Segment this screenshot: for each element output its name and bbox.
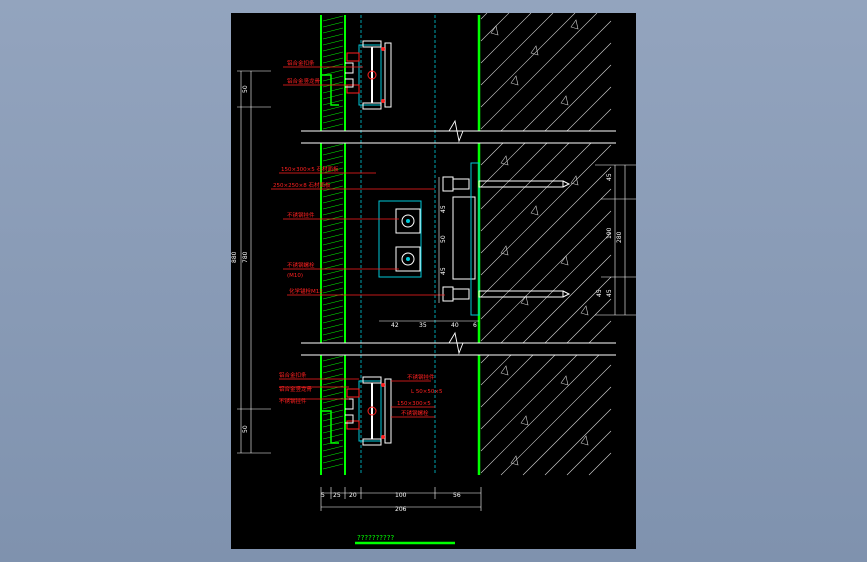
label-l2: 铝合金竖龙骨 bbox=[287, 77, 321, 85]
concrete-wall bbox=[480, 12, 612, 476]
mid-anchor bbox=[378, 162, 571, 316]
dim-b-total: 206 bbox=[395, 506, 407, 513]
dim-h4: 6 bbox=[473, 322, 477, 329]
dim-left-outer: 880 bbox=[231, 251, 238, 263]
label-l3: 150×300×5 石材面板 bbox=[281, 165, 339, 173]
dim-right-total: 280 bbox=[616, 231, 623, 243]
dim-left-mid: 780 bbox=[242, 251, 249, 263]
label-l11: 不锈钢挂件 bbox=[279, 397, 307, 405]
dim-right-a: 45 bbox=[606, 173, 613, 181]
dim-b5: 56 bbox=[453, 492, 461, 499]
dim-left-bottom: 50 bbox=[242, 425, 249, 433]
dim-b3: 20 bbox=[349, 492, 357, 499]
label-l6: 不锈钢螺栓 bbox=[287, 261, 315, 269]
axis-lines bbox=[360, 15, 436, 475]
label-r3: 150×300×5 bbox=[397, 401, 431, 407]
panel-lines bbox=[320, 15, 481, 475]
dim-left-top: 50 bbox=[242, 85, 249, 93]
dim-mid-v3: 45 bbox=[440, 267, 447, 275]
dim-h1: 42 bbox=[391, 322, 399, 329]
dim-right-b: 45 bbox=[606, 289, 613, 297]
dim-h3: 40 bbox=[451, 322, 459, 329]
dimension-lines bbox=[237, 70, 637, 511]
dim-b4: 100 bbox=[395, 492, 407, 499]
top-bracket bbox=[321, 40, 392, 110]
drawing-sheet: 铝合金扣条 铝合金竖龙骨 150×300×5 石材面板 250×250×8 石材… bbox=[231, 12, 637, 549]
dimension-text: 880 50 780 50 45 190 45 280 45 45 50 45 … bbox=[231, 85, 623, 513]
dim-b2: 25 bbox=[333, 492, 341, 499]
dim-right-c: 190 bbox=[606, 227, 613, 239]
dim-mid-v2: 50 bbox=[440, 235, 447, 243]
label-l5: 不锈钢挂件 bbox=[287, 211, 315, 219]
label-l8: 化学锚栓M12 bbox=[289, 287, 323, 295]
dim-h2: 35 bbox=[419, 322, 427, 329]
label-l7: (M10) bbox=[287, 273, 303, 279]
label-l1: 铝合金扣条 bbox=[287, 59, 315, 67]
right-labels: 不锈钢挂件 L 50×50×5 150×300×5 不锈钢螺栓 bbox=[397, 373, 443, 417]
dim-mid-v1: 45 bbox=[440, 205, 447, 213]
drawing-title: ?????????? bbox=[357, 534, 394, 542]
label-r4: 不锈钢螺栓 bbox=[401, 409, 429, 417]
break-lines bbox=[301, 119, 616, 356]
label-r2: L 50×50×5 bbox=[411, 389, 443, 395]
label-l9: 铝合金扣条 bbox=[279, 371, 307, 379]
panel-hatch bbox=[322, 15, 344, 470]
label-r1: 不锈钢挂件 bbox=[407, 373, 435, 381]
dim-right-d: 45 bbox=[596, 289, 603, 297]
left-labels: 铝合金扣条 铝合金竖龙骨 150×300×5 石材面板 250×250×8 石材… bbox=[273, 59, 339, 405]
dim-b1: 5 bbox=[321, 492, 325, 499]
label-l10: 铝合金竖龙骨 bbox=[279, 385, 313, 393]
leader-lines bbox=[271, 66, 445, 418]
label-l4: 250×250×8 石材面板 bbox=[273, 181, 331, 189]
cad-drawing: 铝合金扣条 铝合金竖龙骨 150×300×5 石材面板 250×250×8 石材… bbox=[231, 12, 637, 545]
bottom-bracket bbox=[321, 376, 392, 446]
